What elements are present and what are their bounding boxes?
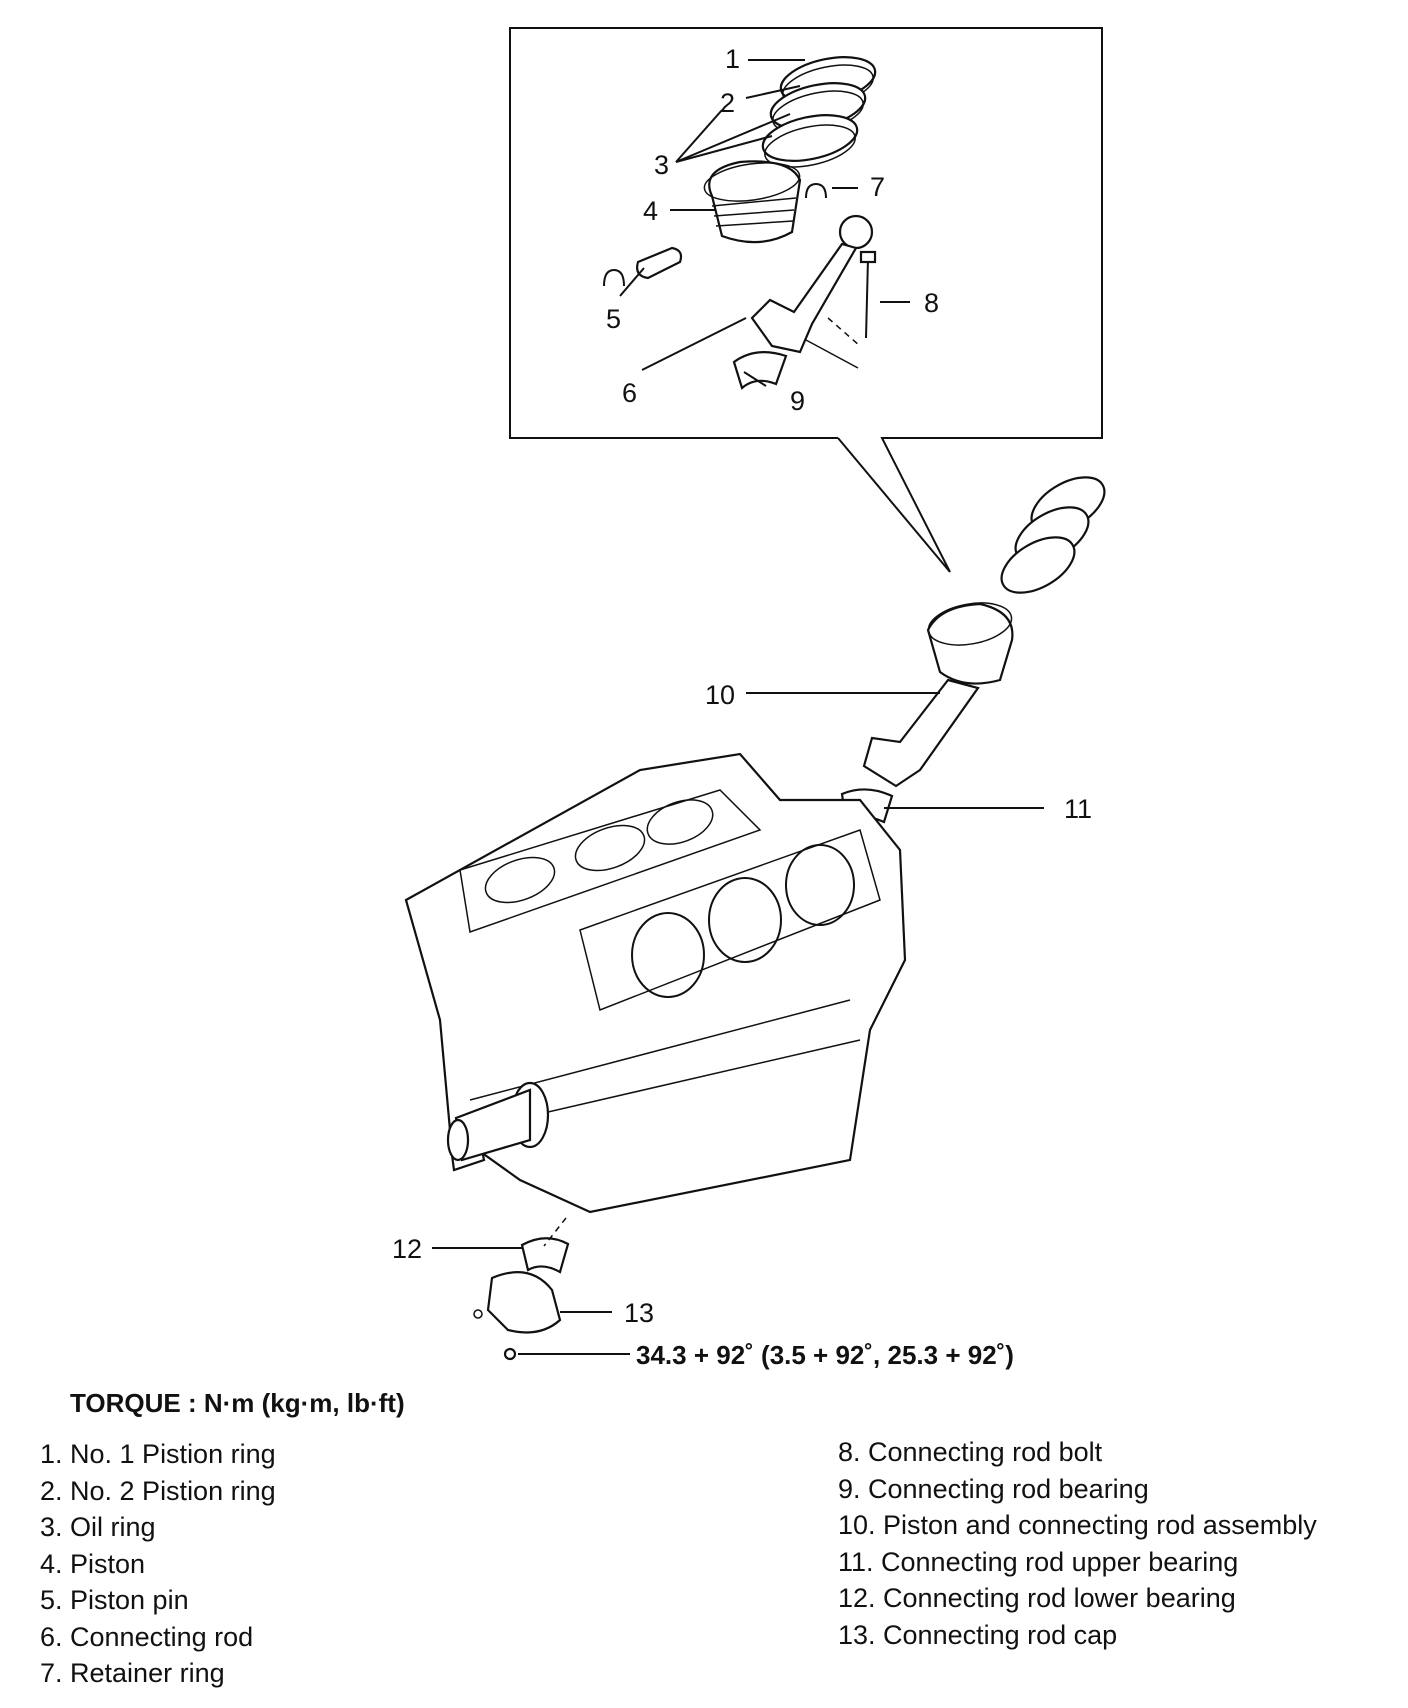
connecting-rod-cap-drawing — [473, 1271, 562, 1334]
connecting-rod-drawing — [750, 214, 874, 369]
piston-drawing — [703, 160, 802, 244]
piston-pin-drawing — [636, 246, 683, 280]
torque-heading: TORQUE : N·m (kg·m, lb·ft) — [70, 1388, 405, 1418]
piston-connecting-rod-assembly-drawing — [862, 602, 1014, 788]
legend-item: 13. Connecting rod cap — [838, 1619, 1118, 1650]
legend-item: 12. Connecting rod lower bearing — [838, 1583, 1236, 1613]
callout-6: 6 — [622, 378, 637, 408]
legend-left: 1. No. 1 Pistion ring 2. No. 2 Pistion r… — [40, 1436, 276, 1692]
legend-item: 2. No. 2 Pistion ring — [40, 1475, 276, 1506]
legend-item: 7. Retainer ring — [40, 1658, 225, 1688]
legend-item: 8. Connecting rod bolt — [838, 1437, 1103, 1467]
callout-5: 5 — [606, 304, 621, 334]
callout-11: 11 — [1064, 794, 1092, 824]
callout-9: 9 — [790, 386, 805, 416]
legend-item: 5. Piston pin — [40, 1585, 189, 1615]
legend-item: 10. Piston and connecting rod assembly — [838, 1510, 1317, 1540]
detail-inset — [509, 27, 1103, 573]
callout-12: 12 — [392, 1234, 422, 1264]
torque-value: 34.3 + 92˚ (3.5 + 92˚, 25.3 + 92˚) — [636, 1340, 1014, 1370]
callout-3: 3 — [654, 150, 669, 180]
retainer-ring-right-drawing — [805, 182, 827, 199]
piston-rings-set-drawing — [1000, 476, 1106, 594]
exploded-engine-diagram: 1 2 3 4 5 6 7 8 9 10 11 12 13 34.3 + 92˚… — [392, 27, 1106, 1370]
legend-item: 6. Connecting rod — [40, 1621, 254, 1652]
assembly-guide-lines — [543, 317, 861, 1247]
callout-2: 2 — [720, 88, 735, 118]
legend-item: 3. Oil ring — [40, 1512, 156, 1542]
callout-leaders — [432, 59, 1044, 1355]
callout-8: 8 — [924, 288, 939, 318]
connecting-rod-bolt-drawing — [859, 250, 877, 339]
lower-bearing-drawing — [520, 1237, 570, 1274]
legend-item: 4. Piston — [40, 1548, 146, 1579]
callout-1: 1 — [725, 44, 740, 74]
legend-right: 8. Connecting rod bolt 9. Connecting rod… — [838, 1434, 1317, 1653]
callout-10: 10 — [705, 680, 735, 710]
callout-7: 7 — [870, 172, 885, 202]
cap-bolt-drawing — [503, 1347, 517, 1361]
legend-item: 9. Connecting rod bearing — [838, 1473, 1149, 1504]
retainer-ring-left-drawing — [603, 268, 625, 287]
callout-13: 13 — [624, 1298, 654, 1328]
legend-item: 11. Connecting rod upper bearing — [838, 1546, 1239, 1577]
crankshaft-end-drawing — [446, 1081, 550, 1162]
oil-ring-drawing — [761, 114, 859, 168]
callout-4: 4 — [643, 196, 658, 226]
legend-item: 1. No. 1 Pistion ring — [40, 1439, 276, 1469]
connecting-rod-bearing-drawing — [732, 351, 788, 390]
